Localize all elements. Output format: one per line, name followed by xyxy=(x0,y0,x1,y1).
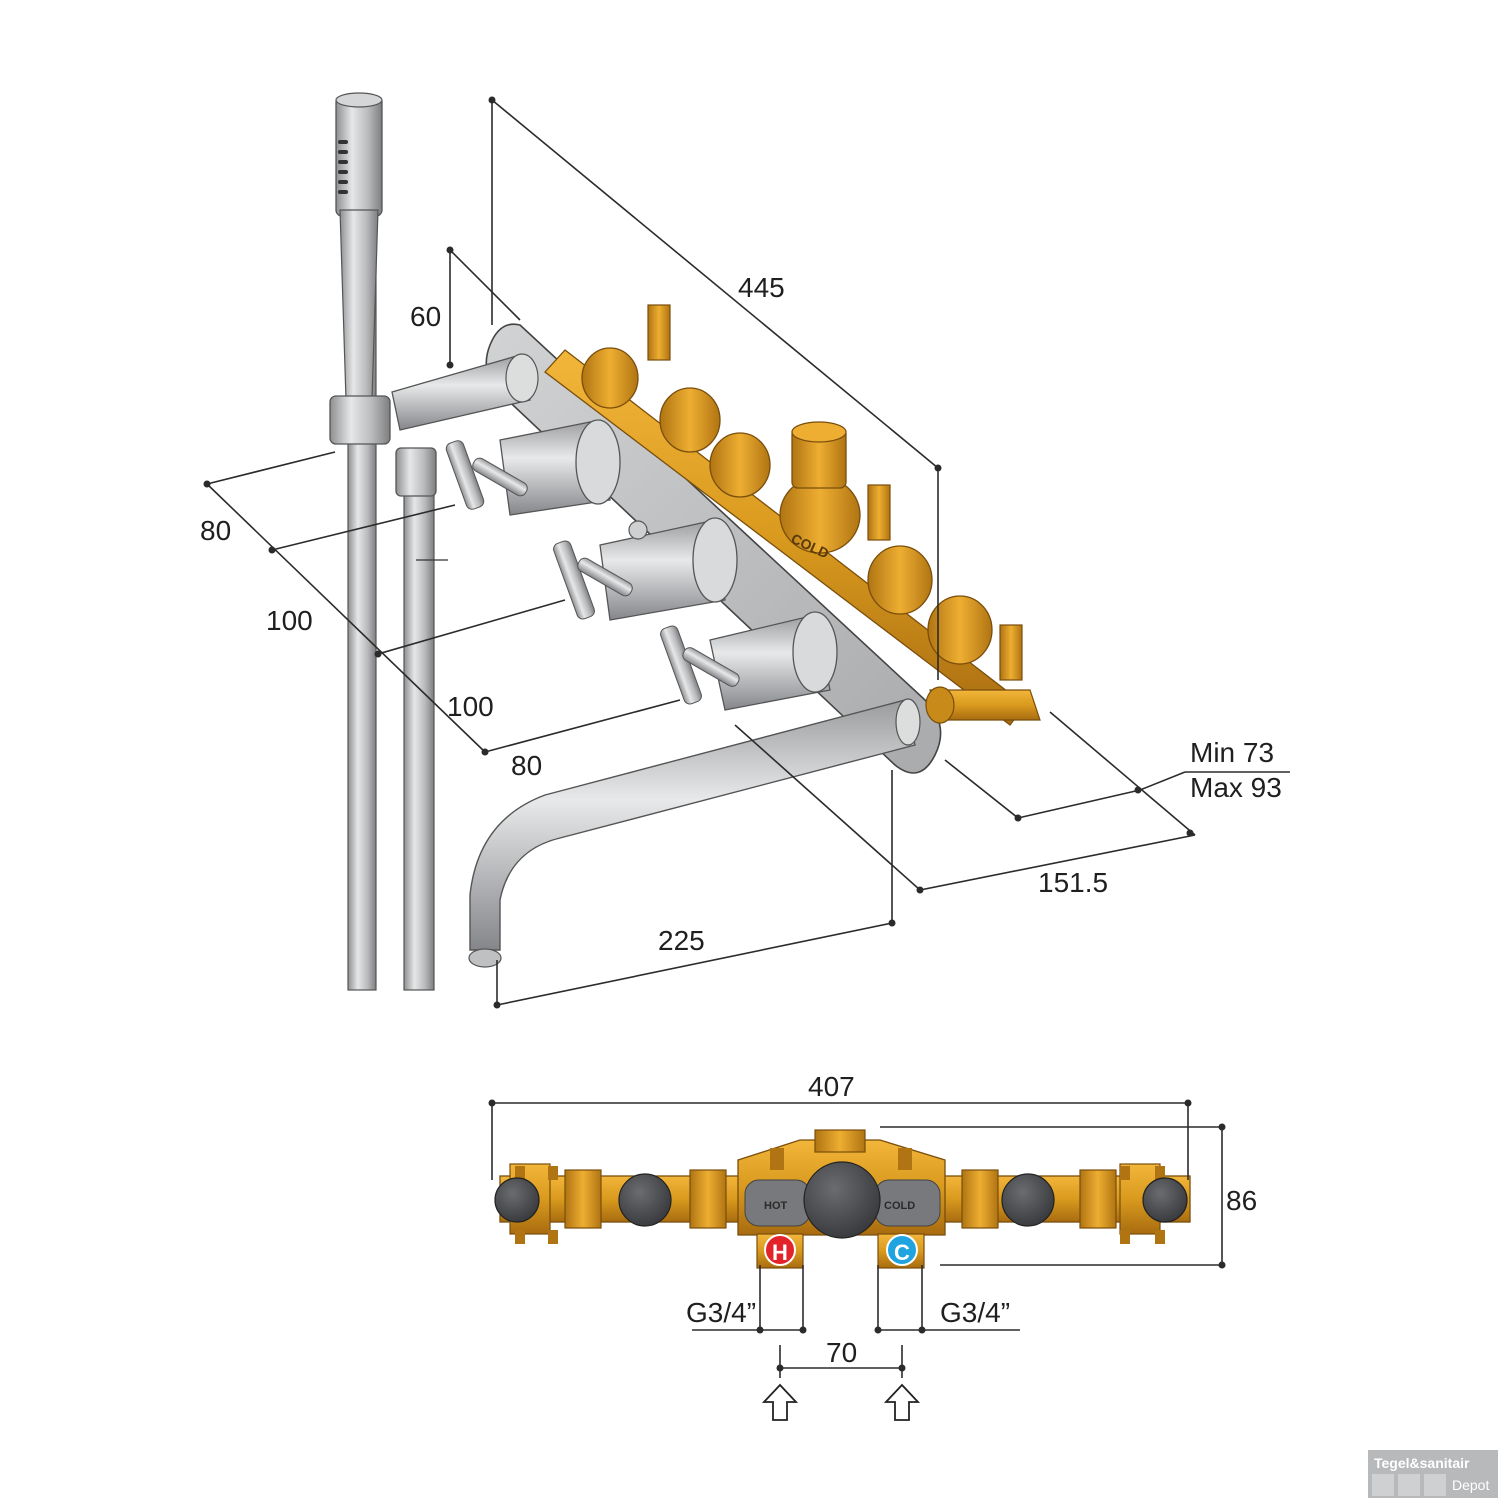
hot-badge-icon xyxy=(764,1234,796,1266)
plan-dimension-lines xyxy=(488,1099,1226,1378)
dim-overall-width: 407 xyxy=(808,1071,855,1102)
handle-bottom-icon xyxy=(660,611,838,711)
dimension-lines xyxy=(203,96,1290,1009)
brass-valve-body: COLD xyxy=(544,304,1041,726)
dim-arm-height: 60 xyxy=(410,301,441,332)
knob-icon xyxy=(1001,1173,1055,1227)
hot-connection-size: G3/4” xyxy=(686,1297,756,1328)
dim-depth-min: Min 73 xyxy=(1190,737,1274,768)
brand-line2: Depot xyxy=(1452,1477,1489,1493)
dim-spacing-top: 80 xyxy=(200,515,231,546)
dim-plan-height: 86 xyxy=(1226,1185,1257,1216)
hot-inlet-arrow-icon xyxy=(761,1383,799,1421)
brand-line1: Tegel&sanitair xyxy=(1374,1455,1470,1471)
dim-inlet-spacing: 70 xyxy=(826,1337,857,1368)
cold-label: COLD xyxy=(884,1200,915,1212)
dim-overall-length: 445 xyxy=(738,272,785,303)
knob-icon xyxy=(1142,1177,1188,1223)
hot-badge-label: H xyxy=(772,1240,788,1265)
knob-icon xyxy=(803,1161,881,1239)
hot-label: HOT xyxy=(764,1200,788,1212)
handle-middle-icon xyxy=(553,517,738,621)
knob-icon xyxy=(494,1177,540,1223)
cold-badge-icon xyxy=(886,1234,918,1266)
dim-spacing-lower: 100 xyxy=(447,691,494,722)
cold-connection-size: G3/4” xyxy=(940,1297,1010,1328)
dim-depth-max: Max 93 xyxy=(1190,772,1282,803)
handle-top-icon xyxy=(445,419,621,516)
knob-icon xyxy=(618,1173,672,1227)
dim-spacing-upper: 100 xyxy=(266,605,313,636)
dim-spout-length: 225 xyxy=(658,925,705,956)
shower-outlet-arm xyxy=(329,353,539,497)
cold-badge-label: C xyxy=(894,1240,910,1265)
dim-spacing-bottom: 80 xyxy=(511,750,542,781)
bath-spout-icon xyxy=(468,698,921,968)
brand-logo: Tegel&sanitair Depot xyxy=(1368,1450,1498,1498)
dim-body-depth: 151.5 xyxy=(1038,867,1108,898)
hand-shower-icon xyxy=(335,92,383,401)
cold-inlet-arrow-icon xyxy=(883,1383,921,1421)
